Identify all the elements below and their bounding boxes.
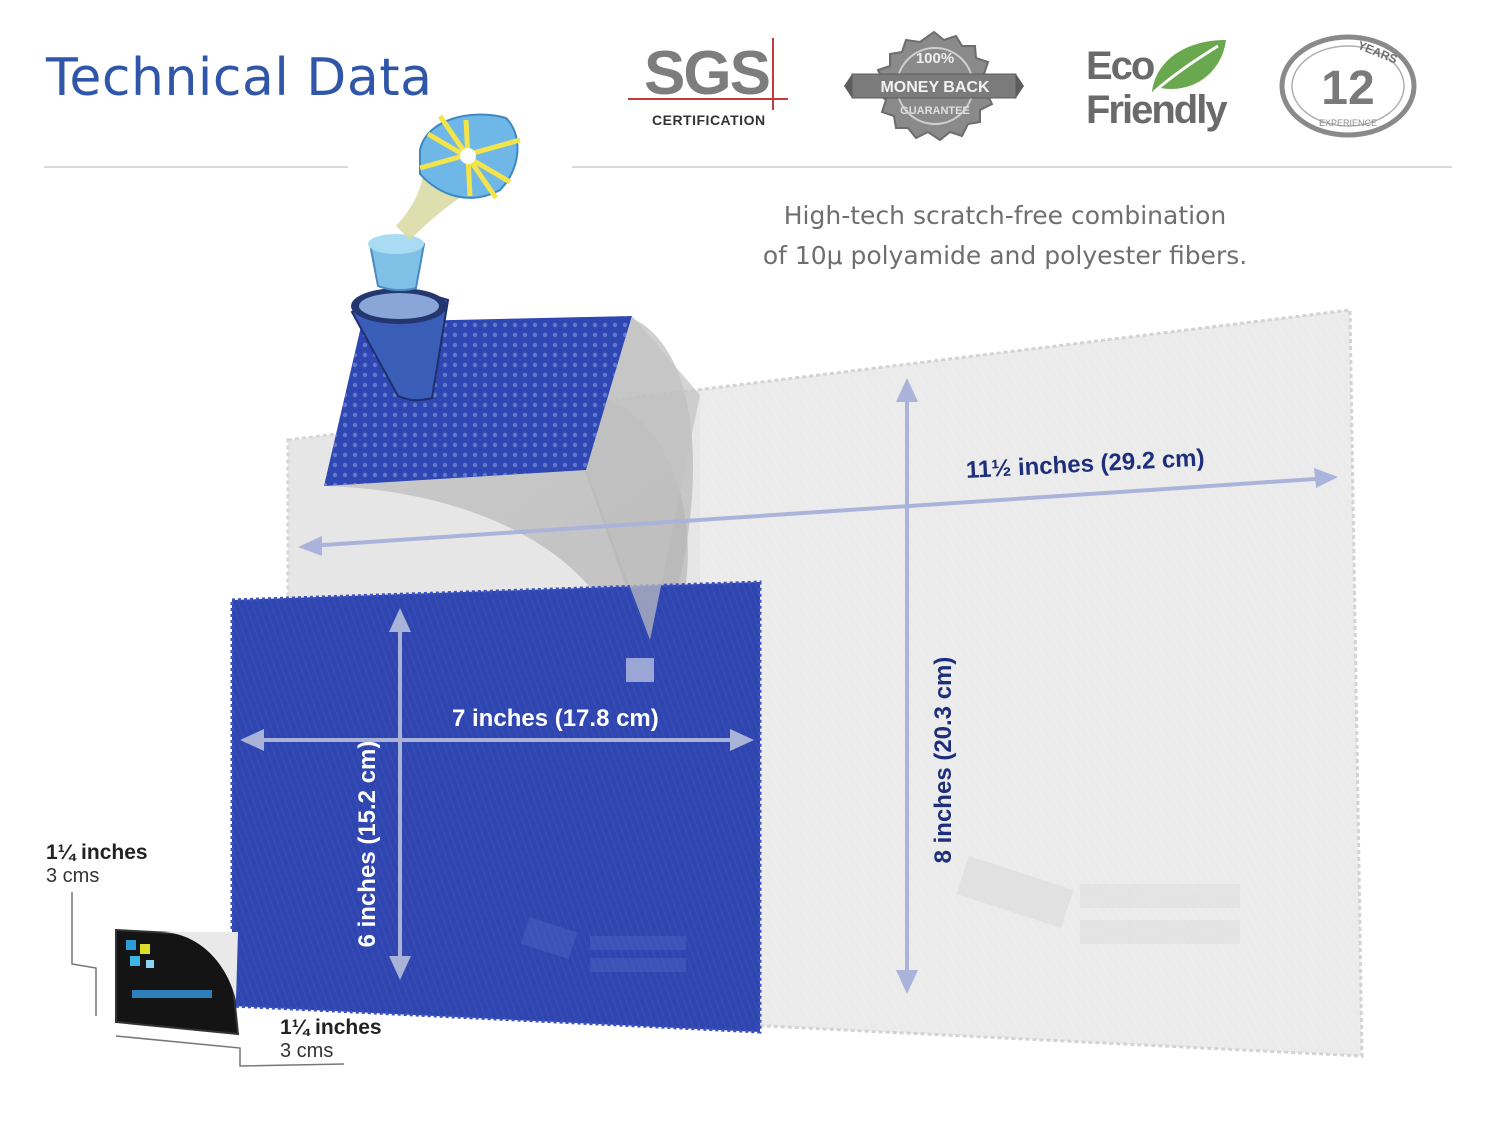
product-description: High-tech scratch-free combination of 10… bbox=[620, 196, 1390, 276]
large-width-arrow bbox=[307, 476, 1331, 548]
pouch-height-inches: 1¼ inches bbox=[46, 841, 148, 864]
page-title: Technical Data bbox=[46, 48, 433, 108]
seal-middle-text: MONEY BACK bbox=[880, 79, 989, 96]
pouch-width-cms: 3 cms bbox=[280, 1040, 334, 1062]
brand-watermark-large bbox=[956, 855, 1240, 944]
header-divider-left bbox=[44, 166, 348, 168]
fiber-bundle bbox=[350, 113, 521, 402]
pouch-width-label: 1¼ inches 3 cms bbox=[280, 1016, 382, 1063]
pouch-height-cms: 3 cms bbox=[46, 865, 100, 887]
sgs-caption: CERTIFICATION bbox=[652, 112, 766, 128]
pouch-width-inches: 1¼ inches bbox=[280, 1016, 382, 1039]
sgs-red-line-vertical bbox=[772, 38, 774, 110]
pouch-height-label: 1¼ inches 3 cms bbox=[46, 841, 148, 888]
sgs-mark: SGS bbox=[644, 39, 771, 108]
pouch-width-guide bbox=[115, 1035, 345, 1067]
seal-bottom-text: GUARANTEE bbox=[900, 105, 970, 117]
storage-pouch bbox=[115, 928, 240, 1036]
header-divider-right bbox=[572, 166, 1452, 168]
small-cloth-height-label: 6 inches (15.2 cm) bbox=[354, 740, 381, 948]
zoom-origin-square bbox=[626, 658, 654, 682]
seal-top-text: 100% bbox=[916, 50, 954, 67]
eco-label-line2: Friendly bbox=[1086, 88, 1228, 132]
large-cloth-dimension-arrows bbox=[298, 378, 1338, 994]
seal-icon: 100% MONEY BACK GUARANTEE bbox=[844, 30, 1024, 142]
eco-friendly-badge: Eco Friendly bbox=[1086, 36, 1236, 136]
sgs-red-line bbox=[628, 98, 788, 100]
description-line-2: of 10μ polyamide and polyester fibers. bbox=[762, 241, 1248, 270]
small-cloth bbox=[230, 580, 762, 1034]
small-cloth-dimension-arrows bbox=[240, 608, 754, 980]
years-number: 12 bbox=[1321, 62, 1374, 115]
years-seal-icon: YEARS 12 EXPERIENCE bbox=[1279, 34, 1417, 138]
pouch-height-guide bbox=[71, 892, 97, 1016]
eco-label-line1: Eco bbox=[1086, 44, 1155, 88]
sgs-certification-badge: SGS CERTIFICATION bbox=[624, 38, 794, 133]
description-line-1: High-tech scratch-free combination bbox=[783, 201, 1227, 230]
years-bottom-text: EXPERIENCE bbox=[1319, 118, 1377, 128]
brand-watermark-small bbox=[520, 916, 686, 972]
money-back-guarantee-seal: 100% MONEY BACK GUARANTEE bbox=[844, 30, 1024, 142]
large-cloth-height-label: 8 inches (20.3 cm) bbox=[930, 656, 957, 864]
twelve-years-badge: YEARS 12 EXPERIENCE bbox=[1278, 34, 1418, 138]
small-cloth-width-label: 7 inches (17.8 cm) bbox=[452, 705, 659, 732]
leaf-icon bbox=[1152, 40, 1226, 94]
